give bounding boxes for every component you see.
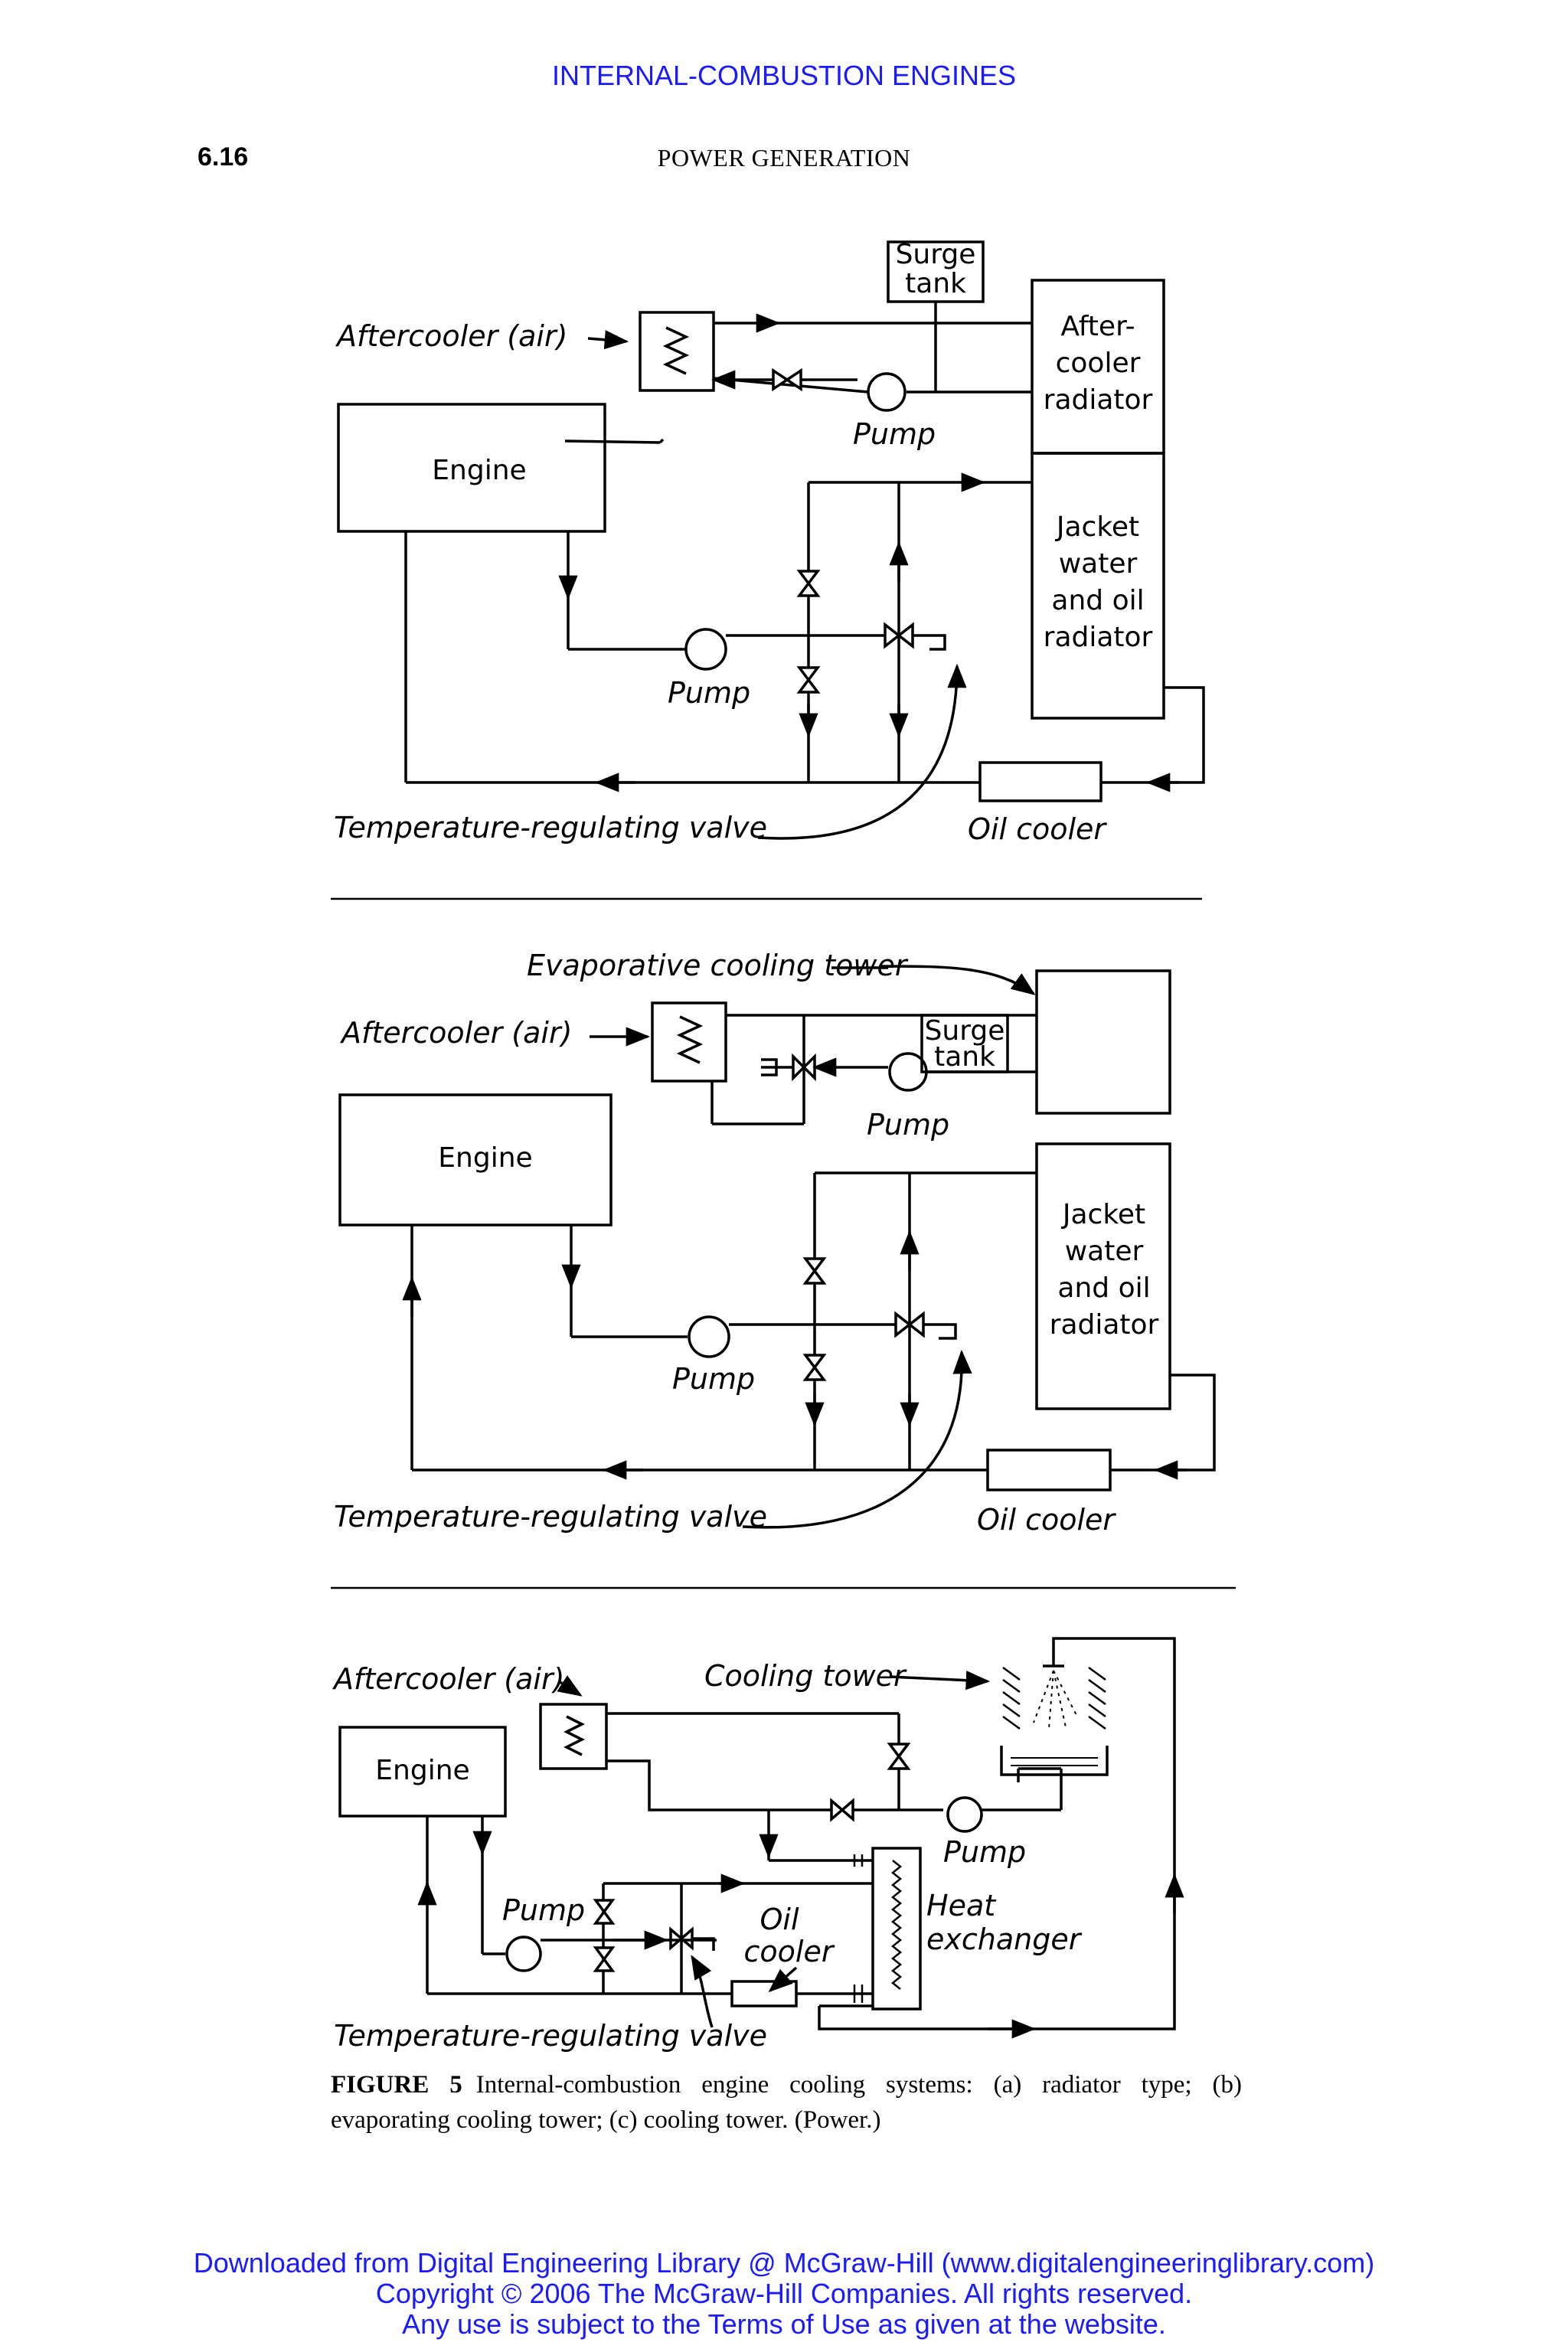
valve-c-mid — [830, 1798, 854, 1822]
aftercooler-coil — [662, 326, 690, 375]
surge-tank-label-b-1: Surge — [925, 1015, 1005, 1047]
oil-cooler-a — [978, 761, 1102, 802]
pump-top-symbol — [867, 372, 906, 412]
cooling-tower-basin — [1000, 1746, 1109, 1776]
pump-left-label-c: Pump — [502, 1893, 585, 1927]
heat-exchanger-box — [871, 1847, 922, 2011]
valve-top — [772, 368, 802, 392]
jacket-radiator-label-b-4: radiator — [1050, 1309, 1159, 1341]
jacket-radiator-label-a-2: water — [1059, 548, 1138, 580]
oil-cooler-b — [986, 1449, 1112, 1491]
running-title: POWER GENERATION — [657, 144, 911, 172]
jacket-radiator-label-b-1: Jacket — [1061, 1199, 1145, 1230]
cooling-tower-box-b — [1035, 969, 1171, 1115]
pump-right-label-c: Pump — [943, 1835, 1026, 1869]
evap-tower-label: Evaporative cooling tower — [527, 949, 909, 982]
oil-cooler-c — [730, 1980, 798, 2007]
oil-cooler-label-b: Oil cooler — [977, 1503, 1116, 1537]
aftercooler-coil-b — [676, 1015, 704, 1064]
pump-bottom-symbol — [684, 628, 727, 671]
diagram-b — [338, 965, 1216, 1529]
aftercooler-box — [639, 311, 715, 392]
aftercooler-coil-c — [564, 1715, 585, 1756]
aftercooler-air-label-b: Aftercooler (air) — [339, 1016, 572, 1050]
temp-valve-label-b: Temperature-regulating valve — [334, 1500, 767, 1534]
heat-exchanger-label-2: exchanger — [926, 1922, 1083, 1956]
engine-box-b — [338, 1093, 612, 1227]
temp-valve-label-a: Temperature-regulating valve — [334, 811, 767, 844]
valve-a1 — [796, 570, 821, 597]
caption-text: Internal-combustion engine cooling syste… — [331, 2071, 1242, 2134]
jacket-radiator-box — [1031, 452, 1165, 720]
pump-bottom-label-a: Pump — [668, 676, 750, 710]
temp-valve-a — [884, 622, 914, 649]
footer-line-1[interactable]: Downloaded from Digital Engineering Libr… — [193, 2247, 1375, 2278]
book-title-link[interactable]: INTERNAL-COMBUSTION ENGINES — [551, 60, 1017, 91]
aftercooler-box-b — [651, 1001, 727, 1083]
surge-tank-label-a-2: tank — [905, 268, 966, 299]
cooling-tower-label: Cooling tower — [704, 1659, 907, 1693]
engine-box — [337, 403, 606, 533]
valve-b-top — [792, 1053, 816, 1082]
temp-valve-b — [894, 1311, 925, 1338]
diagram-b-labels: Evaporative cooling tower Aftercooler (a… — [334, 949, 1159, 1537]
jacket-radiator-label-a-1: Jacket — [1055, 511, 1139, 543]
pump-right-symbol-c — [946, 1796, 983, 1833]
valve-c1 — [593, 1899, 616, 1925]
oil-cooler-label-c-1: Oil — [760, 1903, 799, 1936]
figure-number: FIGURE 5 — [331, 2071, 462, 2099]
valve-b2 — [802, 1354, 827, 1381]
temp-valve-label-c: Temperature-regulating valve — [334, 2019, 767, 2053]
footer-line-2: Copyright © 2006 The McGraw-Hill Compani… — [375, 2278, 1193, 2309]
valve-a2 — [796, 666, 821, 694]
diagram-c — [338, 1637, 1184, 2039]
footer: Downloaded from Digital Engineering Libr… — [0, 2248, 1568, 2340]
pump-bottom-symbol-b — [688, 1315, 730, 1358]
engine-label-b: Engine — [438, 1142, 532, 1174]
aftercooler-air-label-a: Aftercooler (air) — [335, 319, 567, 353]
engine-label-a: Engine — [432, 455, 526, 486]
jacket-radiator-label-a-3: and oil — [1051, 585, 1144, 616]
engine-label-c: Engine — [375, 1755, 469, 1786]
valve-c2 — [593, 1946, 616, 1972]
pump-left-symbol-c — [505, 1936, 542, 1972]
oil-cooler-label-a: Oil cooler — [968, 812, 1107, 846]
oil-cooler-label-c-2: cooler — [744, 1935, 835, 1968]
aftercooler-radiator-label-2: cooler — [1056, 348, 1141, 379]
jacket-radiator-label-b-3: and oil — [1057, 1272, 1150, 1304]
jacket-radiator-box-b — [1035, 1142, 1171, 1410]
diagram-a-labels: Surge tank Aftercooler (air) After- cool… — [334, 239, 1153, 846]
aftercooler-air-label-c: Aftercooler (air) — [332, 1662, 564, 1696]
surge-tank-label-b-2: tank — [934, 1041, 995, 1073]
diagram-c-labels: Aftercooler (air) Cooling tower Engine P… — [332, 1659, 1083, 2053]
jacket-radiator-label-a-4: radiator — [1044, 622, 1153, 653]
aftercooler-box-c — [539, 1703, 608, 1770]
diagram-a — [337, 240, 1205, 840]
temp-valve-c — [669, 1926, 694, 1951]
valve-c-top — [887, 1743, 911, 1770]
valve-b1 — [802, 1257, 827, 1285]
aftercooler-radiator-label-3: radiator — [1044, 384, 1153, 416]
surge-tank-label-a-1: Surge — [896, 239, 976, 270]
page-number: 6.16 — [198, 142, 249, 172]
heat-exchanger-label-1: Heat — [926, 1889, 997, 1922]
aftercooler-radiator-label-1: After- — [1060, 311, 1135, 342]
jacket-radiator-label-b-2: water — [1065, 1236, 1144, 1267]
pump-top-label-a: Pump — [853, 417, 936, 451]
pump-bottom-label-b: Pump — [672, 1362, 755, 1396]
footer-line-3: Any use is subject to the Terms of Use a… — [402, 2308, 1166, 2340]
pump-top-label-b: Pump — [867, 1108, 949, 1142]
engine-box-c — [338, 1726, 507, 1818]
